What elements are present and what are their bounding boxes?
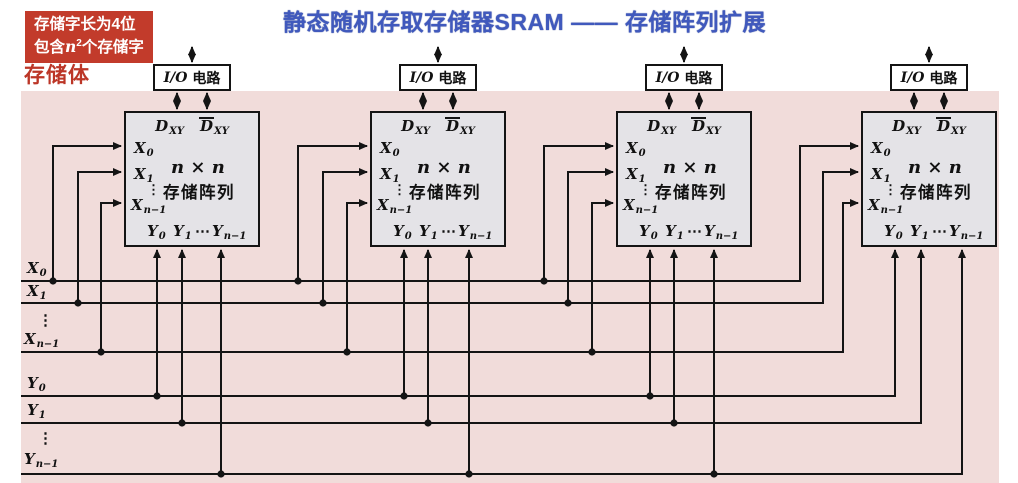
memory-array-block: DXY DXY X0 X1 ⋮ Xn−1 n × n 存储阵列 Y0 Y1 ⋯ … [370,111,506,247]
vdots: ⋮ [393,183,406,198]
x0-input-label: X0 [380,139,400,159]
array-size-label: n × n [171,157,225,178]
bus-vdots: ⋮ [38,311,53,329]
vdots: ⋮ [639,183,652,198]
bus-xn-label: Xn−1 [24,330,60,350]
io-label: I/O [900,69,925,86]
note-box: 存储字长为4位 包含n2个存储字 [25,11,153,63]
data-line-row: DXY DXY [372,117,504,137]
array-name-label: 存储阵列 [900,184,972,202]
data-line-row: DXY DXY [863,117,995,137]
memory-array-block: DXY DXY X0 X1 ⋮ Xn−1 n × n 存储阵列 Y0 Y1 ⋯ … [616,111,752,247]
yn-input-label: Yn−1 [704,222,739,242]
xn-input-label: Xn−1 [623,196,659,216]
bus-vdots: ⋮ [38,429,53,447]
bus-yn-label: Yn−1 [24,450,59,470]
yn-input-label: Yn−1 [458,222,493,242]
y0-input-label: Y0 [393,222,412,242]
d-line-label: DXY [155,117,184,137]
d-line-label: DXY [892,117,921,137]
io-label: I/O [163,69,188,86]
d-line-label: DXY [647,117,676,137]
note-line2: 包含n2个存储字 [34,37,144,56]
x0-input-label: X0 [626,139,646,159]
circuit-label: 电路 [929,69,958,86]
array-name-label: 存储阵列 [655,184,727,202]
d-bar-line-label: DXY [444,117,475,137]
page-title: 静态随机存取存储器SRAM —— 存储阵列扩展 [283,9,766,35]
cdots: ⋯ [195,222,210,240]
x1-input-label: X1 [871,165,891,185]
note-line1: 存储字长为4位 [34,16,136,33]
cdots: ⋯ [441,222,456,240]
array-size-label: n × n [417,157,471,178]
d-bar-line-label: DXY [690,117,721,137]
y1-input-label: Y1 [665,222,684,242]
data-line-row: DXY DXY [618,117,750,137]
y1-input-label: Y1 [419,222,438,242]
data-line-row: DXY DXY [126,117,258,137]
vdots: ⋮ [147,183,160,198]
memory-array-block: DXY DXY X0 X1 ⋮ Xn−1 n × n 存储阵列 Y0 Y1 ⋯ … [861,111,997,247]
d-bar-line-label: DXY [198,117,229,137]
y0-input-label: Y0 [147,222,166,242]
y1-input-label: Y1 [910,222,929,242]
circuit-label: 电路 [192,69,221,86]
yn-input-label: Yn−1 [212,222,247,242]
array-name-label: 存储阵列 [409,184,481,202]
memory-array-block: DXY DXY X0 X1 ⋮ Xn−1 n × n 存储阵列 Y0 Y1 ⋯ … [124,111,260,247]
xn-input-label: Xn−1 [377,196,413,216]
xn-input-label: Xn−1 [131,196,167,216]
y0-input-label: Y0 [639,222,658,242]
io-label: I/O [409,69,434,86]
bus-y1-label: Y1 [27,401,46,421]
cdots: ⋯ [687,222,702,240]
y0-input-label: Y0 [884,222,903,242]
io-label: I/O [655,69,680,86]
array-size-label: n × n [663,157,717,178]
circuit-label: 电路 [438,69,467,86]
bus-x1-label: X1 [27,282,47,302]
cdots: ⋯ [932,222,947,240]
x0-input-label: X0 [871,139,891,159]
vdots: ⋮ [884,183,897,198]
d-bar-line-label: DXY [935,117,966,137]
y1-input-label: Y1 [173,222,192,242]
memory-bank-label: 存储体 [24,64,90,87]
array-name-label: 存储阵列 [163,184,235,202]
array-size-label: n × n [908,157,962,178]
bus-y0-label: Y0 [27,374,46,394]
yn-input-label: Yn−1 [949,222,984,242]
x0-input-label: X0 [134,139,154,159]
xn-input-label: Xn−1 [868,196,904,216]
circuit-label: 电路 [684,69,713,86]
bus-x0-label: X0 [27,259,47,279]
d-line-label: DXY [401,117,430,137]
